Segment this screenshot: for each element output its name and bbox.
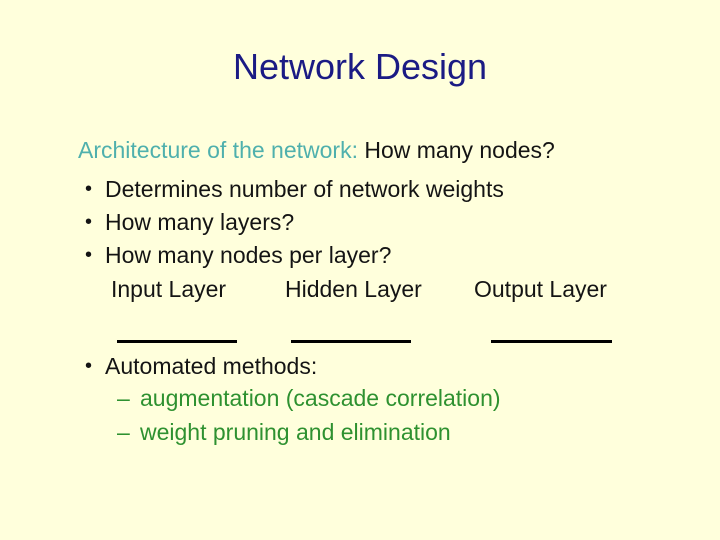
sub-bullet-text: weight pruning and elimination [140,419,451,445]
blank-underline-input [117,340,237,343]
architecture-heading-highlight: Architecture of the network: [78,137,358,163]
dash-icon: – [117,385,130,411]
output-layer-label: Output Layer [474,276,607,302]
sub-bullet-augmentation: –augmentation (cascade correlation) [117,384,501,412]
bullet-automated-methods: • Automated methods: [85,352,317,380]
bullet-text: Automated methods: [105,353,318,379]
bullet-text: Determines number of network weights [105,176,504,202]
dash-icon: – [117,419,130,445]
blank-underline-hidden [291,340,411,343]
blank-underline-output [491,340,612,343]
bullet-determines-weights: • Determines number of network weights [85,175,504,203]
architecture-heading-rest: How many nodes? [357,137,555,163]
slide-title: Network Design [232,46,488,87]
bullet-nodes-per-layer: • How many nodes per layer? [85,241,391,269]
input-layer-label: Input Layer [111,276,227,302]
bullet-text: How many layers? [105,209,295,235]
bullet-icon: • [85,211,93,233]
bullet-how-many-layers: • How many layers? [85,208,294,236]
bullet-text: How many nodes per layer? [105,242,392,268]
sub-bullet-weight-pruning: –weight pruning and elimination [117,418,451,446]
hidden-layer-label: Hidden Layer [285,276,422,302]
bullet-icon: • [85,355,93,377]
bullet-icon: • [85,178,93,200]
bullet-icon: • [85,244,93,266]
architecture-heading: Architecture of the network: How many no… [78,136,555,164]
layer-labels-row: Input Layer Hidden Layer Output Layer [0,275,720,303]
sub-bullet-text: augmentation (cascade correlation) [140,385,501,411]
